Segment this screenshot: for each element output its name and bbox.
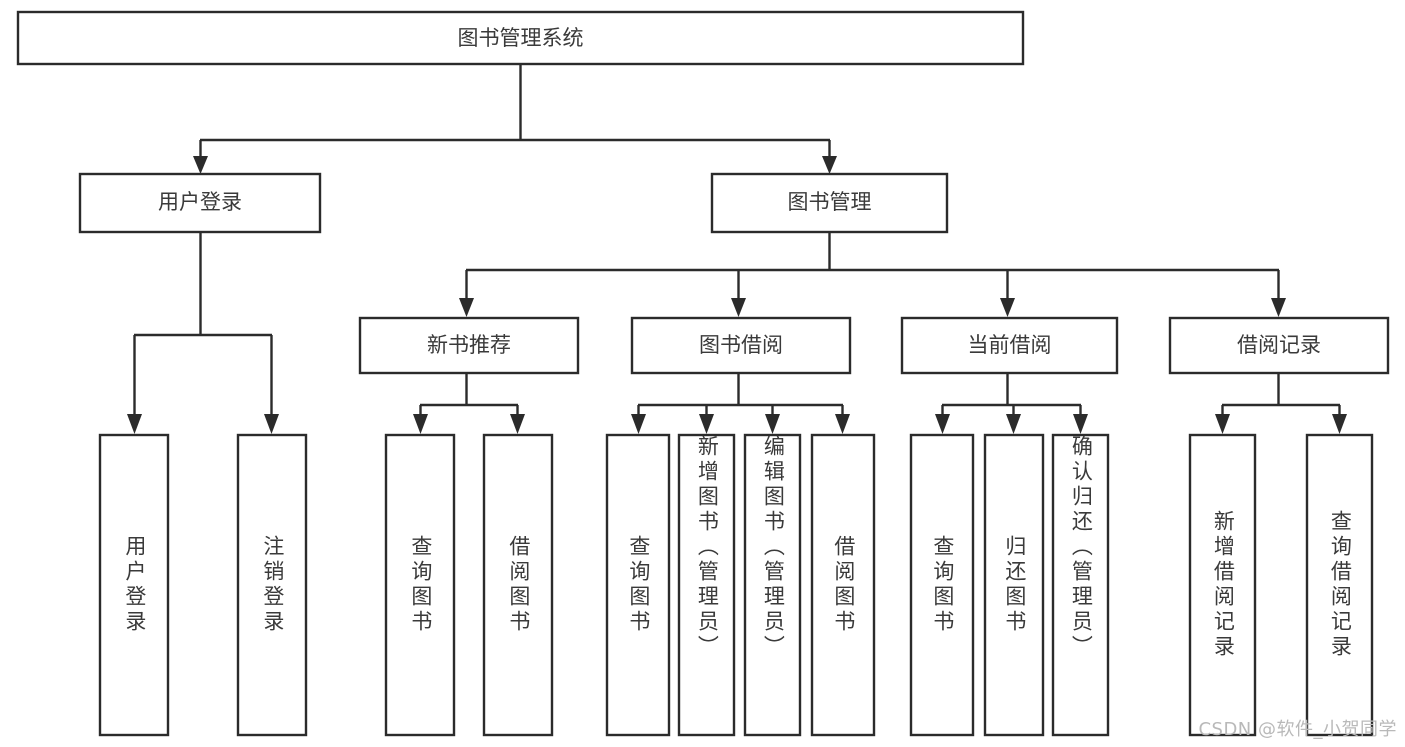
arrow-head-leaf-add-record <box>1215 414 1230 434</box>
node-root-label: 图书管理系统 <box>458 26 584 50</box>
node-borrow-records[interactable]: 借阅记录 <box>1168 316 1390 375</box>
arrow-head-leaf-add-book <box>699 414 714 434</box>
node-root-box[interactable] <box>16 10 1025 66</box>
node-user-login-label: 用户登录 <box>158 190 242 214</box>
connector-group-user-login <box>127 232 279 434</box>
node-book-borrow-label: 图书借阅 <box>699 333 783 357</box>
node-book-borrow-box[interactable] <box>630 316 852 375</box>
node-new-book-recommend-box[interactable] <box>358 316 580 375</box>
arrow-head-borrow-records <box>1271 298 1286 317</box>
node-current-borrow-box[interactable] <box>900 316 1119 375</box>
node-borrow-records-label: 借阅记录 <box>1237 333 1321 357</box>
leaf-box-query-book-rec[interactable] <box>384 433 456 737</box>
leaf-box-edit-book[interactable] <box>743 433 802 737</box>
leaf-box-query-book-current[interactable] <box>909 433 975 737</box>
leaf-box-add-record[interactable] <box>1188 433 1257 737</box>
csdn-watermark: CSDN @软件_小贺同学 <box>1198 719 1397 740</box>
arrow-head-new-book-recommend <box>459 298 474 317</box>
arrow-head-leaf-return-book <box>1006 414 1021 434</box>
connector-group-root <box>193 64 837 174</box>
arrow-head-leaf-edit-book <box>765 414 780 434</box>
arrow-head-leaf-query-book-borrow <box>631 414 646 434</box>
leaf-box-user-login[interactable] <box>98 433 170 737</box>
arrow-head-leaf-logout <box>264 414 279 434</box>
connector-group-current-borrow <box>935 373 1088 434</box>
arrow-head-leaf-borrow-book-rec <box>510 414 525 434</box>
arrow-head-book-management <box>822 156 837 174</box>
node-new-book-recommend-label: 新书推荐 <box>427 333 511 357</box>
arrow-head-leaf-query-record <box>1332 414 1347 434</box>
arrow-head-leaf-user-login <box>127 414 142 434</box>
connector-group-book-borrow <box>631 373 850 434</box>
leaf-box-query-book-borrow[interactable] <box>605 433 671 737</box>
arrow-head-current-borrow <box>1000 298 1015 317</box>
leaf-box-return-book[interactable] <box>983 433 1045 737</box>
connector-group-new-book-recommend <box>413 373 525 434</box>
node-new-book-recommend[interactable]: 新书推荐 <box>358 316 580 375</box>
arrow-head-leaf-query-book-rec <box>413 414 428 434</box>
leaf-boxes-group <box>98 433 1374 737</box>
leaf-box-borrow-book[interactable] <box>810 433 876 737</box>
node-book-management[interactable]: 图书管理 <box>710 172 949 234</box>
arrow-head-leaf-borrow-book <box>835 414 850 434</box>
node-book-borrow[interactable]: 图书借阅 <box>630 316 852 375</box>
node-borrow-records-box[interactable] <box>1168 316 1390 375</box>
arrow-head-book-borrow <box>731 298 746 317</box>
node-current-borrow[interactable]: 当前借阅 <box>900 316 1119 375</box>
node-book-management-box[interactable] <box>710 172 949 234</box>
arrow-head-user-login <box>193 156 208 174</box>
node-user-login-box[interactable] <box>78 172 322 234</box>
arrow-head-leaf-query-book-current <box>935 414 950 434</box>
leaf-box-add-book[interactable] <box>677 433 736 737</box>
leaf-box-query-record[interactable] <box>1305 433 1374 737</box>
node-user-login[interactable]: 用户登录 <box>78 172 322 234</box>
node-book-management-label: 图书管理 <box>788 190 872 214</box>
connector-group-borrow-records <box>1215 373 1347 434</box>
arrow-head-leaf-confirm-return <box>1073 414 1088 434</box>
leaf-box-borrow-book-rec[interactable] <box>482 433 554 737</box>
leaf-box-logout[interactable] <box>236 433 308 737</box>
node-root[interactable]: 图书管理系统 <box>16 10 1025 66</box>
leaf-box-confirm-return[interactable] <box>1051 433 1110 737</box>
node-current-borrow-label: 当前借阅 <box>968 333 1052 357</box>
connector-group-book-management <box>459 232 1286 317</box>
